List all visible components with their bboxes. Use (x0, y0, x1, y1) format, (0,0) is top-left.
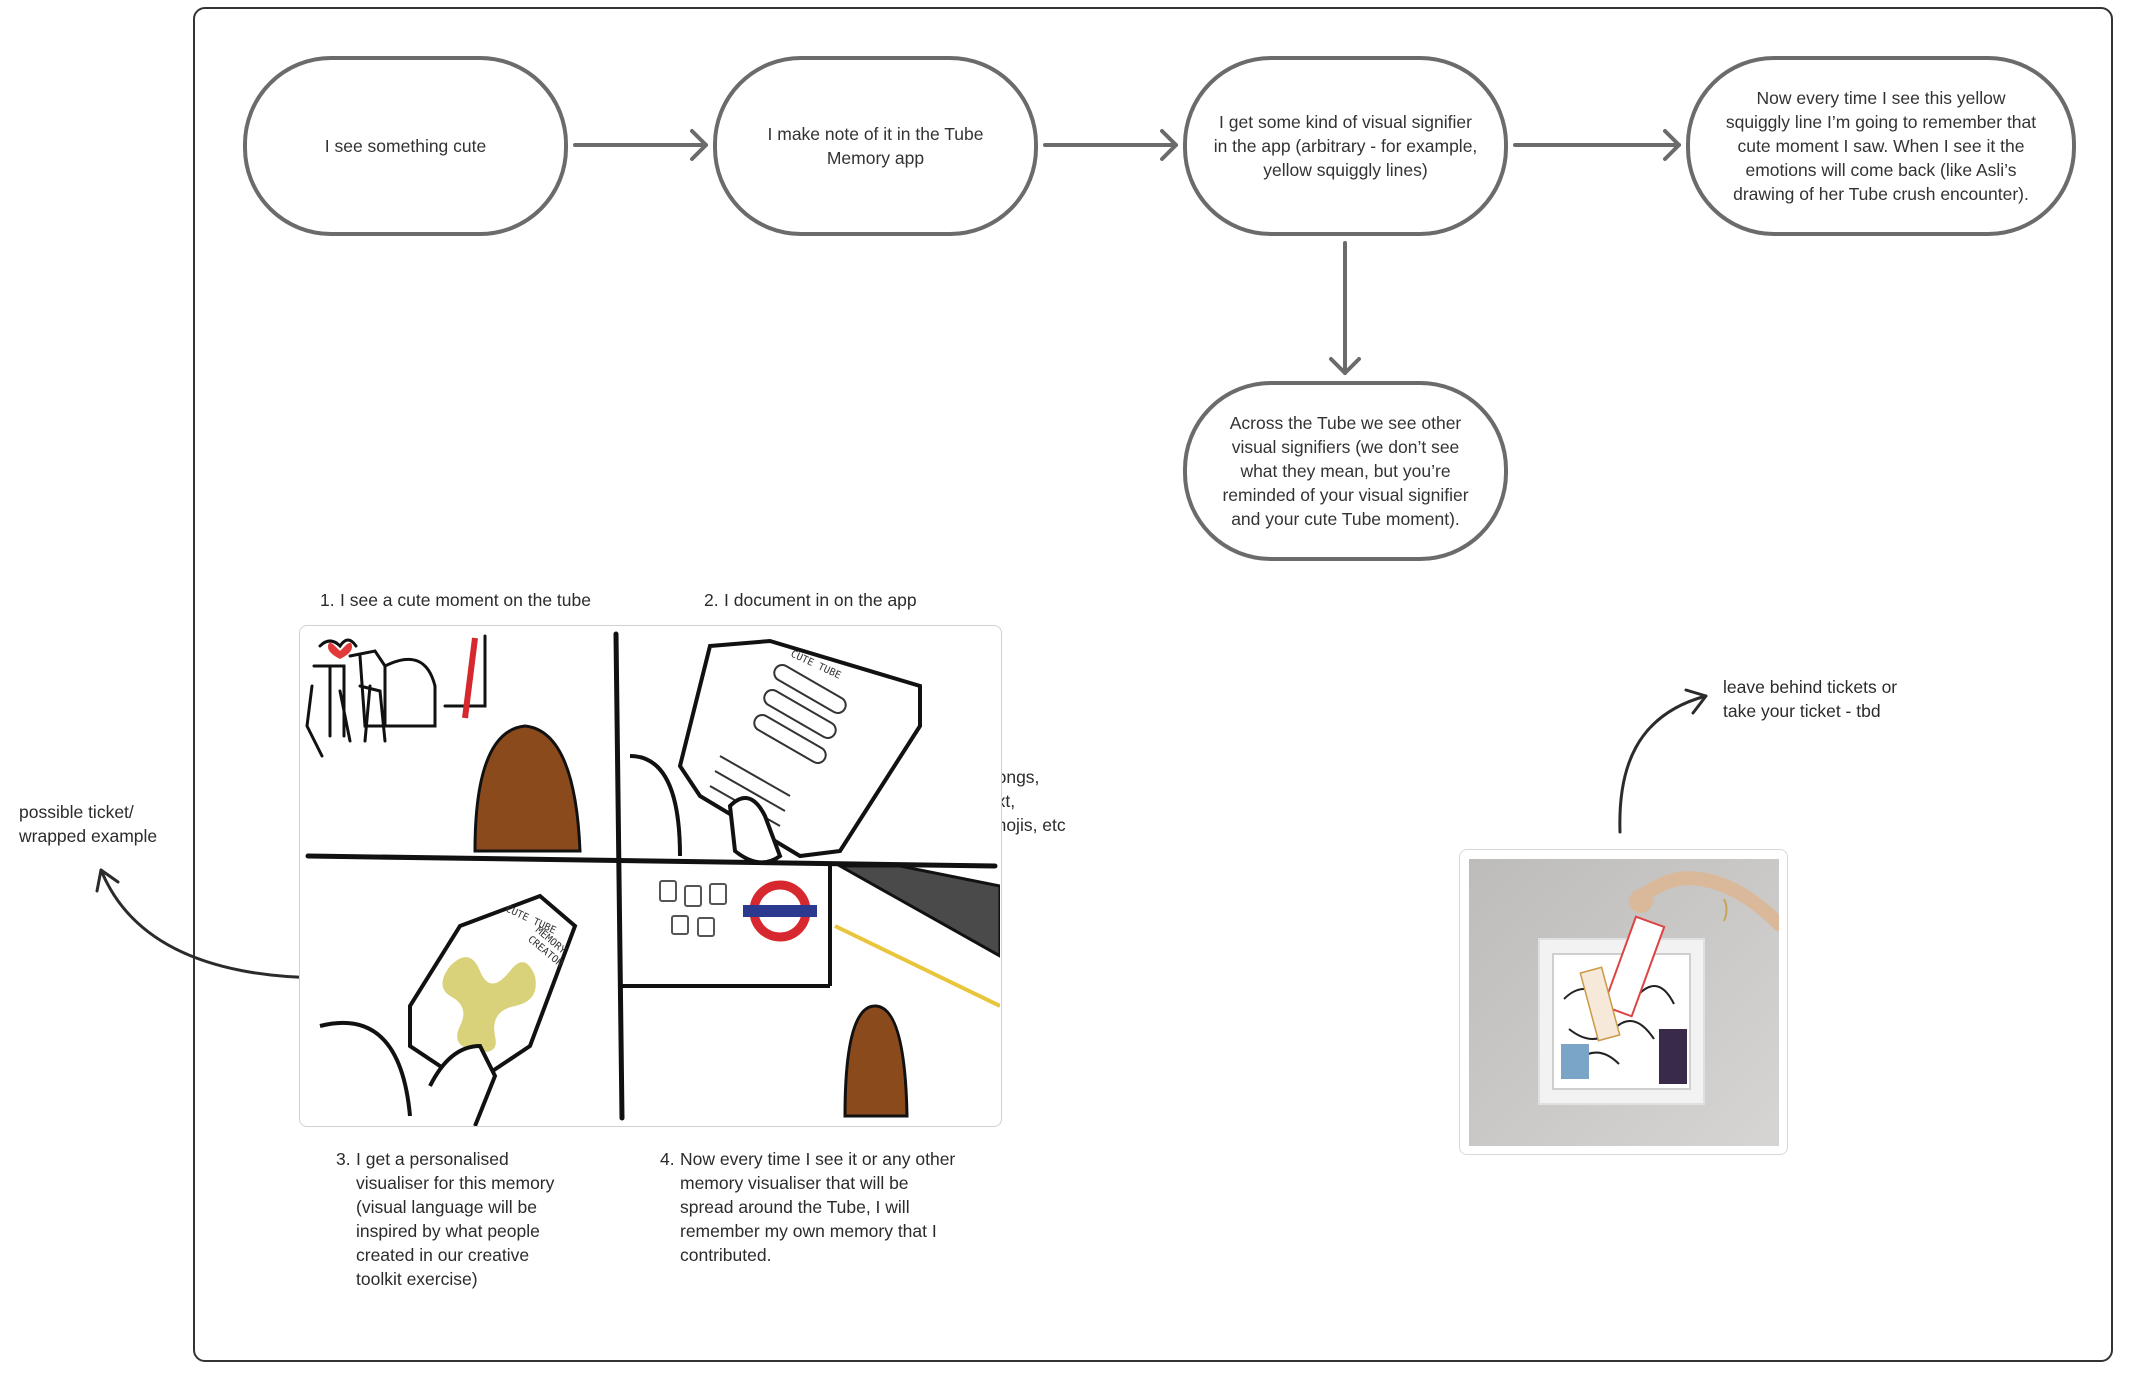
storyboard-caption-2: 2. I document in on the app (704, 588, 1004, 612)
storyboard-sketch: CUTE TUBE CUTE TUBE MEMORYCREATOR (299, 625, 1002, 1127)
hair-figure-back (845, 1006, 907, 1116)
caption-number: 2. (704, 588, 719, 612)
curved-arrow-to-leave-note (1620, 690, 1706, 832)
storyboard-caption-3: 3. I get a personalised visualiser for t… (336, 1147, 596, 1297)
caption-text: I get a personalised visualiser for this… (356, 1147, 554, 1291)
roundel-bar (743, 905, 817, 917)
train-track (840, 866, 1000, 956)
hand (1629, 889, 1653, 913)
postcard (1561, 1044, 1589, 1079)
arrow-step1-step2 (575, 131, 706, 159)
caption-text: I document in on the app (724, 588, 917, 612)
caption-number: 4. (660, 1147, 675, 1171)
arrow-step3-step5 (1331, 243, 1359, 373)
caption-number: 3. (336, 1147, 351, 1171)
storyboard-caption-4: 4. Now every time I see it or any other … (660, 1147, 980, 1277)
panel-cute-moment (307, 636, 580, 851)
storyboard-drawing: CUTE TUBE CUTE TUBE MEMORYCREATOR (300, 626, 1000, 1126)
panel-station-wall (620, 866, 1000, 1116)
arrow-step3-step4 (1515, 131, 1679, 159)
storyboard-caption-1: 1. I see a cute moment on the tube (320, 588, 620, 612)
hair-figure (475, 726, 580, 851)
caption-number: 1. (320, 588, 335, 612)
caption-text: I see a cute moment on the tube (340, 588, 591, 612)
panel-document-app (630, 641, 920, 862)
ticket-note: possible ticket/ wrapped example (19, 800, 157, 848)
shadow-box-photo (1469, 859, 1779, 1146)
paris-photo (1659, 1029, 1687, 1084)
shadow-box-illustration (1469, 859, 1779, 1146)
panel-divider-vertical (616, 634, 622, 1118)
leave-tickets-note: leave behind tickets or take your ticket… (1723, 675, 1897, 723)
caption-text: Now every time I see it or any other mem… (680, 1147, 955, 1267)
arrow-step2-step3 (1045, 131, 1176, 159)
shadow-box-photo-card (1459, 849, 1788, 1155)
